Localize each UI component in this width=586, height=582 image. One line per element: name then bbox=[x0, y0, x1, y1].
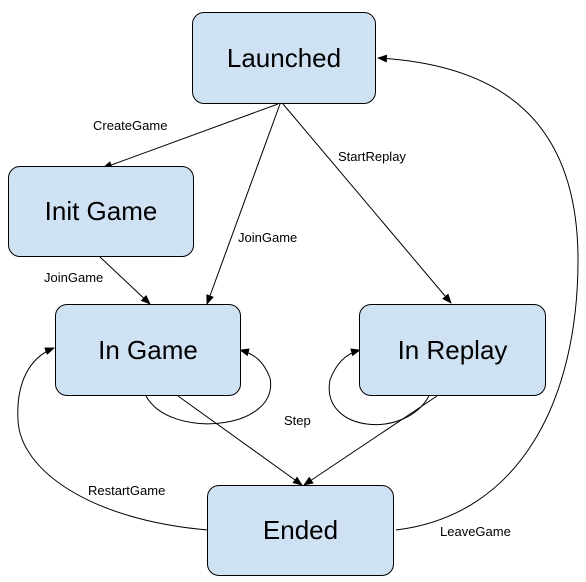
label-step: Step bbox=[284, 413, 311, 428]
state-launched-label: Launched bbox=[226, 42, 342, 73]
label-leavegame: LeaveGame bbox=[440, 524, 511, 539]
label-startreplay: StartReplay bbox=[338, 149, 406, 164]
state-in-replay: In Replay bbox=[359, 304, 546, 396]
edge-joingame-direct bbox=[206, 103, 281, 305]
edge-leavegame bbox=[377, 54, 579, 531]
label-restartgame: RestartGame bbox=[88, 483, 166, 498]
label-joingame-direct: JoinGame bbox=[238, 230, 298, 245]
state-in-replay-label: In Replay bbox=[397, 334, 508, 365]
state-init-game: Init Game bbox=[8, 166, 194, 257]
edge-ingame-to-ended bbox=[177, 395, 303, 486]
state-launched: Launched bbox=[192, 12, 376, 104]
edge-inreplay-to-ended bbox=[303, 395, 438, 486]
edge-joingame-from-init bbox=[99, 256, 151, 305]
edge-step-ingame-loop bbox=[145, 348, 271, 425]
label-creategame: CreateGame bbox=[93, 118, 168, 133]
label-joingame-from-init: JoinGame bbox=[44, 270, 104, 285]
state-init-game-label: Init Game bbox=[44, 196, 158, 226]
state-in-game-label: In Game bbox=[98, 334, 198, 365]
state-in-game: In Game bbox=[55, 304, 241, 396]
edge-creategame bbox=[102, 103, 279, 169]
state-ended: Ended bbox=[207, 485, 394, 576]
edge-startreplay bbox=[282, 103, 452, 304]
state-ended-label: Ended bbox=[262, 515, 339, 545]
edge-restartgame bbox=[17, 347, 209, 531]
